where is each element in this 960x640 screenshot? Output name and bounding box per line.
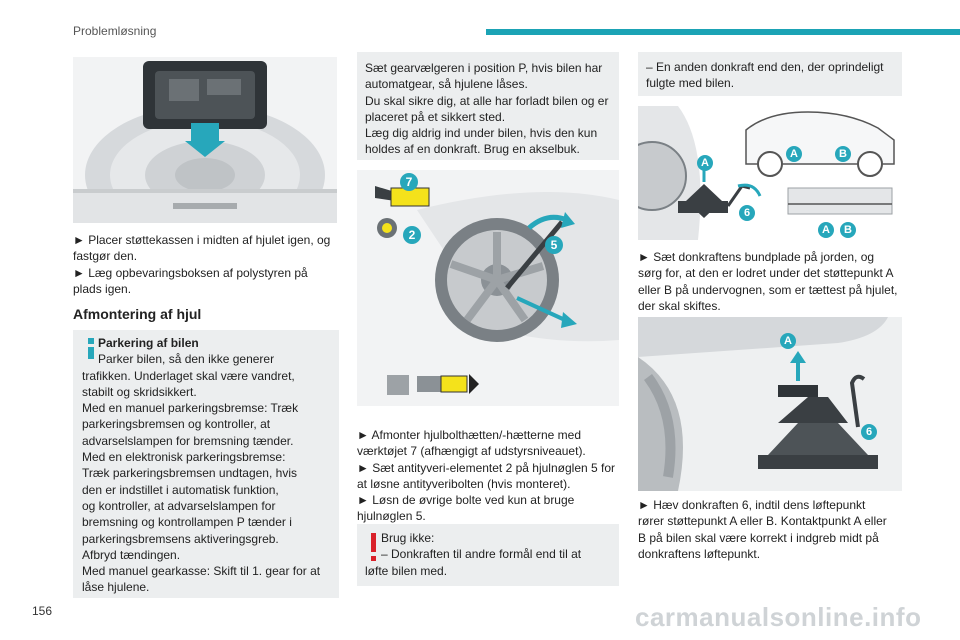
gear-line-6: holdes af en donkraft. Brug en akselbuk. bbox=[365, 142, 580, 157]
label-b-car: B bbox=[839, 148, 847, 160]
col3-bullet-list-1: ► Sæt donkraftens bundplade på jorden, o… bbox=[638, 249, 904, 314]
warning-line-1: – Donkraften til andre formål end til at bbox=[381, 547, 582, 562]
info-line-11: bremsning og kontrollampen P tænder i bbox=[82, 515, 292, 530]
col1-bullet-2: ► Læg opbevaringsboksen af polystyren på… bbox=[73, 265, 308, 296]
info-line-2: trafikken. Underlaget skal være vandret, bbox=[82, 368, 295, 383]
jack-line-1: – En anden donkraft end den, der oprinde… bbox=[646, 60, 884, 74]
jack-position-drawing bbox=[638, 106, 902, 240]
warning-line-2: løfte bilen med. bbox=[365, 563, 448, 578]
label-7: 7 bbox=[405, 175, 413, 189]
info-box-text: Parkering af bilen Parker bilen, så den … bbox=[82, 335, 336, 596]
col3-bullet-list-2: ► Hæv donkraften 6, indtil dens løftepun… bbox=[638, 497, 904, 562]
gear-line-3: Du skal sikre dig, at alle har forladt b… bbox=[365, 93, 609, 108]
col3-bullet1-line-3: eller B på undervognen, som er tættest p… bbox=[638, 282, 898, 297]
info-line-7: Med en elektronisk parkeringsbremse: bbox=[82, 450, 286, 465]
col3-bullet2-line-2: rører støttepunkt A eller B. Kontaktpunk… bbox=[638, 514, 887, 529]
col3-bullet1-line-1: ► Sæt donkraftens bundplade på jorden, o… bbox=[638, 250, 875, 264]
label-a-car-marker bbox=[786, 146, 802, 162]
info-line-13: Afbryd tændingen. bbox=[82, 547, 181, 562]
warning-icon-dot bbox=[371, 556, 376, 561]
col3-bullet2-line-3: B på bilen skal være korrekt i indgreb m… bbox=[638, 530, 879, 545]
info-line-5: parkeringsbremsen og kontroller, at bbox=[82, 417, 271, 432]
page-number: 156 bbox=[32, 604, 53, 618]
col3-bullet1-line-4: der skal skiftes. bbox=[638, 298, 721, 313]
label-a-lift: A bbox=[784, 335, 792, 347]
page-header-title: Problemløsning bbox=[73, 24, 157, 38]
col2-bullet-6: hjulnøglen 5. bbox=[357, 509, 426, 524]
label-6-lift: 6 bbox=[865, 426, 873, 438]
warning-icon bbox=[371, 533, 376, 552]
jack-line-2: fulgte med bilen. bbox=[646, 76, 735, 91]
col3-bullet2-line-1: ► Hæv donkraften 6, indtil dens løftepun… bbox=[638, 498, 866, 512]
info-box-title: Parkering af bilen bbox=[98, 336, 199, 350]
jack-info-text: – En anden donkraft end den, der oprinde… bbox=[646, 59, 900, 92]
info-line-3: stabilt og skridsikkert. bbox=[82, 384, 197, 399]
label-b-bottom: B bbox=[844, 224, 852, 236]
info-icon bbox=[88, 347, 94, 359]
info-line-4: Med en manuel parkeringsbremse: Træk bbox=[82, 401, 299, 416]
jack-position-illustration bbox=[638, 106, 902, 240]
col1-bullet-list: ► Placer støttekassen i midten af hjulet… bbox=[73, 232, 339, 297]
info-line-9: den er indstillet i automatisk funktion, bbox=[82, 482, 279, 497]
col1-bullet-1: ► Placer støttekassen i midten af hjulet… bbox=[73, 233, 331, 264]
label-2: 2 bbox=[408, 228, 416, 242]
info-line-10: og kontroller, at advarselslampen for bbox=[82, 498, 276, 513]
info-line-14: Med manuel gearkasse: Skift til 1. gear … bbox=[82, 564, 321, 579]
jack-info-box bbox=[638, 52, 902, 96]
info-box-parking bbox=[73, 330, 339, 598]
jack-lift-drawing bbox=[638, 317, 902, 491]
label-a-top: A bbox=[701, 157, 709, 169]
gear-line-1: Sæt gearvælgeren i position P, hvis bile… bbox=[365, 61, 603, 75]
info-line-12: parkeringsbremsens aktiveringsgreb. bbox=[82, 531, 279, 546]
label-a-car: A bbox=[790, 148, 798, 160]
label-7-marker bbox=[400, 173, 418, 191]
label-6-top: 6 bbox=[743, 207, 751, 219]
jack-lift-illustration bbox=[638, 317, 902, 491]
label-b-car-marker bbox=[835, 146, 851, 162]
warning-title: Brug ikke: bbox=[381, 531, 435, 545]
gear-line-5: Læg dig aldrig ind under bilen, hvis den… bbox=[365, 126, 598, 141]
section-title: Afmontering af hjul bbox=[73, 306, 202, 322]
col2-bullet-2: værktøjet 7 (afhængigt af udstyrsniveaue… bbox=[357, 444, 586, 459]
wheel-bolt-illustration bbox=[357, 170, 619, 406]
col3-bullet2-line-4: donkraftens løftepunkt. bbox=[638, 546, 761, 561]
label-6-lift-marker bbox=[861, 424, 877, 440]
header-accent-bar bbox=[486, 29, 960, 35]
wheel-bolt-drawing bbox=[357, 170, 619, 406]
watermark-text[interactable]: carmanualsonline.info bbox=[635, 602, 922, 632]
col2-bullet-1: ► Afmonter hjulbolthætten/-hætterne med bbox=[357, 428, 581, 442]
warning-box bbox=[357, 524, 619, 586]
col2-bullet-4: at løsne antityveribolten (hvis monteret… bbox=[357, 476, 571, 491]
gear-line-4: placeret på et sikkert sted. bbox=[365, 109, 506, 124]
info-line-8: Træk parkeringsbremsen undtagen, hvis bbox=[82, 466, 297, 481]
label-5-marker bbox=[545, 236, 563, 254]
label-5: 5 bbox=[550, 238, 558, 252]
info-icon-dot bbox=[88, 338, 94, 344]
gear-line-2: automatgear, så hjulene låses. bbox=[365, 77, 528, 92]
label-a-top-marker bbox=[697, 155, 713, 171]
label-6-marker bbox=[739, 205, 755, 221]
info-line-6: advarselslampen for bremsning tænder. bbox=[82, 433, 294, 448]
label-a-bottom-marker bbox=[818, 222, 834, 238]
label-2-marker bbox=[403, 226, 421, 244]
warning-text: Brug ikke: – Donkraften til andre formål… bbox=[365, 530, 617, 579]
label-b-bottom-marker bbox=[840, 222, 856, 238]
col3-bullet1-line-2: sørg for, at den er lodret under det stø… bbox=[638, 266, 894, 281]
label-a-bottom: A bbox=[822, 224, 830, 236]
spare-wheel-drawing bbox=[73, 57, 337, 223]
col2-bullet-3: ► Sæt antityveri-elementet 2 på hjulnøgl… bbox=[357, 460, 616, 475]
gear-info-box bbox=[357, 52, 619, 160]
info-line-1: Parker bilen, så den ikke generer bbox=[98, 352, 275, 367]
col2-bullet-5: ► Løsn de øvrige bolte ved kun at bruge bbox=[357, 493, 575, 508]
info-line-15: låse hjulene. bbox=[82, 580, 150, 595]
label-a-lift-marker bbox=[780, 333, 796, 349]
col2-bullet-list: ► Afmonter hjulbolthætten/-hætterne med … bbox=[357, 427, 619, 525]
gear-info-text: Sæt gearvælgeren i position P, hvis bile… bbox=[365, 60, 617, 158]
spare-wheel-illustration bbox=[73, 57, 337, 223]
